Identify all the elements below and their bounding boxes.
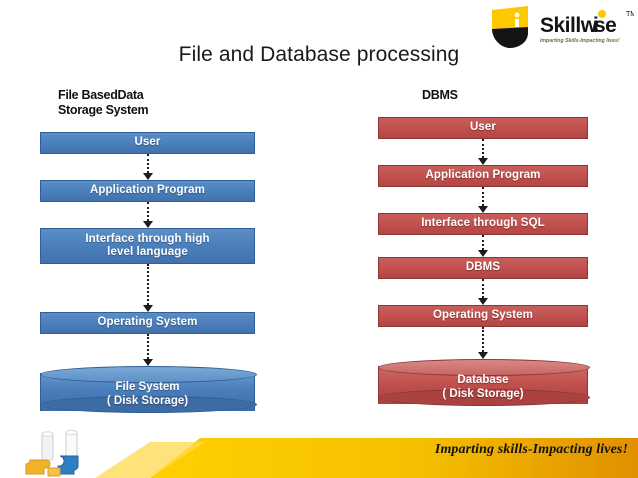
svg-text:TM: TM xyxy=(626,11,634,18)
footer-tagline: Imparting skills-Impacting lives! xyxy=(434,442,628,457)
flow-box-application-program-file[interactable]: Application Program xyxy=(40,180,255,202)
flow-arrow xyxy=(40,202,255,228)
flow-arrow xyxy=(40,264,255,312)
flow-box-user-dbms[interactable]: User xyxy=(378,117,588,139)
svg-text:Imparting Skills-Impacting liv: Imparting Skills-Impacting lives! xyxy=(540,38,620,44)
flow-arrow xyxy=(40,154,255,180)
flow-box-interface-through-sql[interactable]: Interface through SQL xyxy=(378,213,588,235)
file-based-flow: User Application Program Interface throu… xyxy=(40,132,257,418)
flow-box-application-program-dbms[interactable]: Application Program xyxy=(378,165,588,187)
cylinder-label: Database ( Disk Storage) xyxy=(442,374,524,400)
flow-arrow xyxy=(378,187,588,213)
flow-box-interface-high-level-language[interactable]: Interface through high level language xyxy=(40,228,255,264)
puzzle-pieces-graphic xyxy=(25,430,79,477)
flow-arrow xyxy=(378,139,588,165)
footer-ribbon xyxy=(95,438,638,478)
svg-text:Skillw: Skillw xyxy=(540,14,598,37)
dbms-heading: DBMS xyxy=(422,88,458,102)
flow-arrow xyxy=(378,235,588,257)
cylinder-bottom xyxy=(40,396,257,413)
storage-cylinder-file-system[interactable]: File System ( Disk Storage) xyxy=(40,366,257,418)
dbms-column: DBMS User Application Program Interface … xyxy=(378,88,590,411)
flow-box-user-file[interactable]: User xyxy=(40,132,255,154)
flow-box-dbms[interactable]: DBMS xyxy=(378,257,588,279)
cylinder-label: File System ( Disk Storage) xyxy=(106,381,189,407)
file-based-heading: File BasedData Storage System xyxy=(58,88,149,117)
skillwise-logo: Skillw se i TM Imparting Skills-Impactin… xyxy=(488,4,634,50)
footer-banner: Imparting skills-Impacting lives! xyxy=(0,430,638,478)
svg-text:i: i xyxy=(593,14,599,37)
flow-arrow xyxy=(378,327,588,359)
cylinder-top xyxy=(378,359,590,376)
page-title: File and Database processing xyxy=(178,43,460,66)
storage-cylinder-database[interactable]: Database ( Disk Storage) xyxy=(378,359,590,411)
flow-box-operating-system-file[interactable]: Operating System xyxy=(40,312,255,334)
flow-box-operating-system-dbms[interactable]: Operating System xyxy=(378,305,588,327)
dbms-flow: User Application Program Interface throu… xyxy=(378,117,590,411)
flow-arrow xyxy=(40,334,255,366)
cylinder-bottom xyxy=(378,389,590,406)
flow-arrow xyxy=(378,279,588,305)
file-based-column: File BasedData Storage System User Appli… xyxy=(40,88,257,418)
svg-text:se: se xyxy=(594,14,616,37)
cylinder-top xyxy=(40,366,257,383)
